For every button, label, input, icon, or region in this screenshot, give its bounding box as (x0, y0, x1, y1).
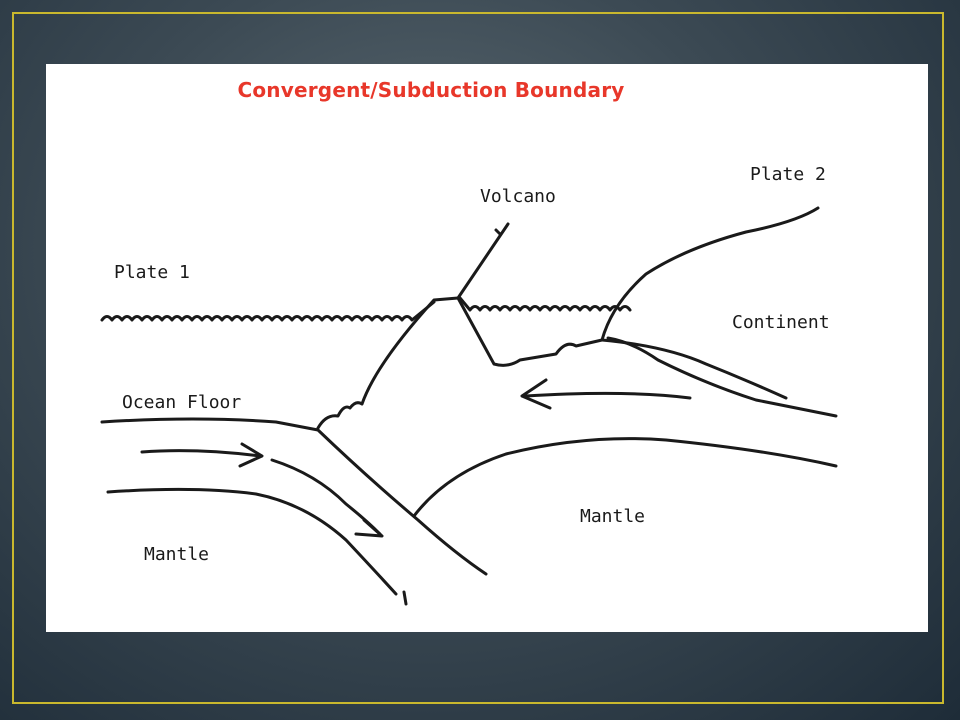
continent-arrow-head (520, 378, 552, 410)
volcano-eruption-line (456, 222, 510, 300)
slide-frame (12, 12, 944, 704)
label-mantle-right: Mantle (580, 506, 646, 527)
plate2-coast-edge (606, 336, 838, 418)
diagram-title: Convergent/Subduction Boundary (237, 78, 625, 102)
bottom-tick (402, 590, 408, 606)
label-continent: Continent (732, 312, 830, 333)
label-plate-2: Plate 2 (750, 164, 826, 185)
mantle-flow-arrow-upper-head (238, 442, 264, 468)
label-mantle-left: Mantle (144, 544, 210, 565)
continent-motion-arrow (524, 391, 692, 400)
continent-underside (600, 338, 788, 400)
label-plate-1: Plate 1 (114, 262, 190, 283)
label-volcano: Volcano (480, 186, 556, 207)
subduction-drawing (100, 206, 838, 606)
volcano-cone (316, 296, 604, 430)
label-ocean-floor: Ocean Floor (122, 392, 242, 413)
ocean-surface-waves-right (458, 296, 632, 312)
mantle-flow-arrow-lower-head (354, 518, 384, 538)
ocean-surface-waves-left (100, 300, 436, 322)
subducting-plate-bottom (106, 487, 398, 596)
mantle-flow-arrow-upper (140, 449, 262, 458)
diagram-panel: Convergent/Subduction Boundary Volcano P… (46, 64, 928, 632)
ocean-floor-line (100, 417, 488, 576)
mantle-wedge-line (412, 437, 838, 518)
volcano-eruption-tip (494, 228, 502, 236)
plate2-top-surface (600, 206, 820, 342)
